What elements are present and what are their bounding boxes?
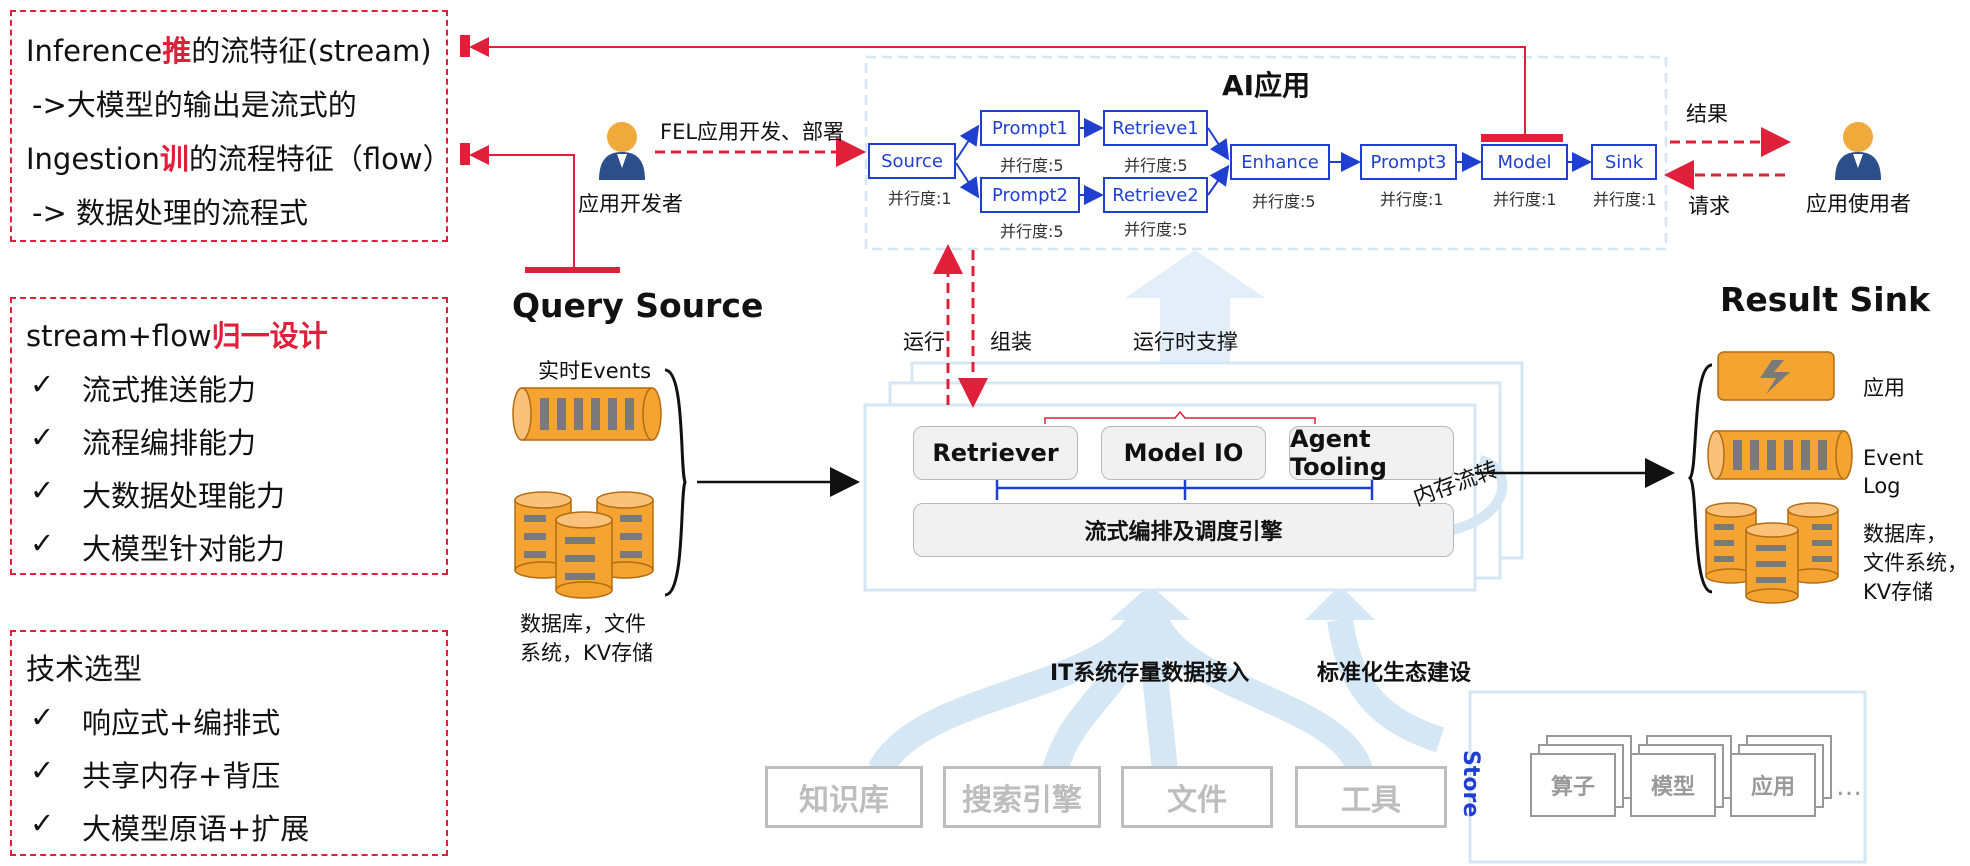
user-label: 应用使用者 [1806,192,1911,216]
db-cylinders-sink [1705,502,1839,604]
developer-icon [599,122,645,180]
sink-app-label: 应用 [1863,376,1905,400]
check-icon: ✓ [30,420,55,454]
capability-item: 流式推送能力 [82,373,257,407]
principle-line-1: Inference推的流特征(stream) [26,34,432,68]
tech-item: 共享内存+背压 [82,759,281,793]
store-title: Store [1458,750,1483,818]
parallelism-model: 并行度:1 [1493,190,1557,209]
ai-app-title: AI应用 [1222,69,1311,102]
request-label: 请求 [1688,194,1730,218]
source-flow-arrows [868,604,1445,777]
check-icon: ✓ [30,367,55,401]
ai-app-frame [864,55,1668,251]
node-prompt1: Prompt1 [980,110,1080,146]
unified-design-panel: stream+flow归一设计 ✓ 流式推送能力 ✓ 流程编排能力 ✓ 大数据处… [10,297,448,575]
parallelism-prompt2: 并行度:5 [1000,222,1064,241]
up-arrow-head-it [1110,585,1190,620]
check-icon: ✓ [30,753,55,787]
runtime-support-label: 运行时支撑 [1133,330,1238,354]
fel-dev-label: FEL应用开发、部署 [660,120,845,144]
sink-event-label-1: Event [1863,446,1924,470]
realtime-events-icon [512,387,662,441]
node-retrieve2: Retrieve2 [1103,177,1208,213]
user-icon [1835,122,1881,180]
capability-item: 大数据处理能力 [82,479,286,513]
source-knowledge-base: 知识库 [765,766,923,828]
it-access-label: IT系统存量数据接入 [1050,661,1250,686]
check-icon: ✓ [30,526,55,560]
engine-core: 流式编排及调度引擎 [913,503,1454,557]
run-label: 运行 [903,330,945,354]
query-db-label-1: 数据库，文件 [520,612,646,636]
node-prompt3: Prompt3 [1360,144,1457,180]
tech-selection-title: 技术选型 [26,652,143,686]
store-ellipsis: … [1836,772,1862,802]
sink-event-label-2: Log [1863,474,1901,498]
source-search-engine: 搜索引擎 [943,766,1101,828]
assemble-label: 组装 [990,330,1032,354]
node-source: Source [868,143,956,179]
sink-db-label-1: 数据库， [1863,522,1947,546]
parallelism-sink: 并行度:1 [1593,190,1657,209]
check-icon: ✓ [30,806,55,840]
node-model: Model [1481,144,1568,180]
check-icon: ✓ [30,700,55,734]
result-sink-title: Result Sink [1720,280,1931,319]
tech-item: 响应式+编排式 [82,706,281,740]
principle-line-4: -> 数据处理的流程式 [32,196,308,230]
capability-item: 流程编排能力 [82,426,257,460]
runtime-support-head [1125,250,1265,298]
parallelism-prompt1: 并行度:5 [1000,156,1064,175]
principle-line-2: ->大模型的输出是流式的 [32,88,357,122]
principle-line-3: Ingestion训的流程特征（flow） [26,142,452,176]
query-source-title: Query Source [512,286,764,325]
module-model-io: Model IO [1101,426,1266,480]
parallelism-prompt3: 并行度:1 [1380,190,1444,209]
sink-app-icon [1717,351,1835,401]
parallelism-enhance: 并行度:5 [1252,192,1316,211]
node-prompt2: Prompt2 [980,177,1080,213]
store-item-model: 模型 [1630,753,1716,817]
check-icon: ✓ [30,473,55,507]
sink-db-label-3: KV存储 [1863,580,1934,604]
realtime-events-label: 实时Events [538,359,652,383]
design-principles-panel: Inference推的流特征(stream) ->大模型的输出是流式的 Inge… [10,10,452,242]
parallelism-retrieve1: 并行度:5 [1124,156,1188,175]
parallelism-retrieve2: 并行度:5 [1124,220,1188,239]
node-enhance: Enhance [1230,144,1330,180]
source-tools: 工具 [1295,766,1447,828]
db-cylinders-query [514,491,654,599]
node-sink: Sink [1591,144,1657,180]
tech-item: 大模型原语+扩展 [82,812,310,846]
feedback-line [469,37,1526,138]
node-retrieve1: Retrieve1 [1103,110,1208,146]
unified-design-title: stream+flow归一设计 [26,319,328,353]
capability-item: 大模型针对能力 [82,532,286,566]
sink-event-log-icon [1707,430,1853,480]
query-db-label-2: 系统，KV存储 [520,641,654,665]
sink-db-label-2: 文件系统， [1863,551,1968,575]
module-retriever: Retriever [913,426,1078,480]
store-item-operator: 算子 [1530,753,1616,817]
eco-build-label: 标准化生态建设 [1317,661,1472,686]
tech-selection-panel: 技术选型 ✓ 响应式+编排式 ✓ 共享内存+背压 ✓ 大模型原语+扩展 [10,630,448,856]
developer-label: 应用开发者 [578,192,683,216]
up-arrow-head-eco [1305,585,1375,620]
parallelism-source: 并行度:1 [888,189,952,208]
module-agent-tooling: Agent Tooling [1289,425,1454,481]
result-label: 结果 [1686,102,1728,126]
source-files: 文件 [1121,766,1273,828]
store-item-app: 应用 [1730,753,1816,817]
